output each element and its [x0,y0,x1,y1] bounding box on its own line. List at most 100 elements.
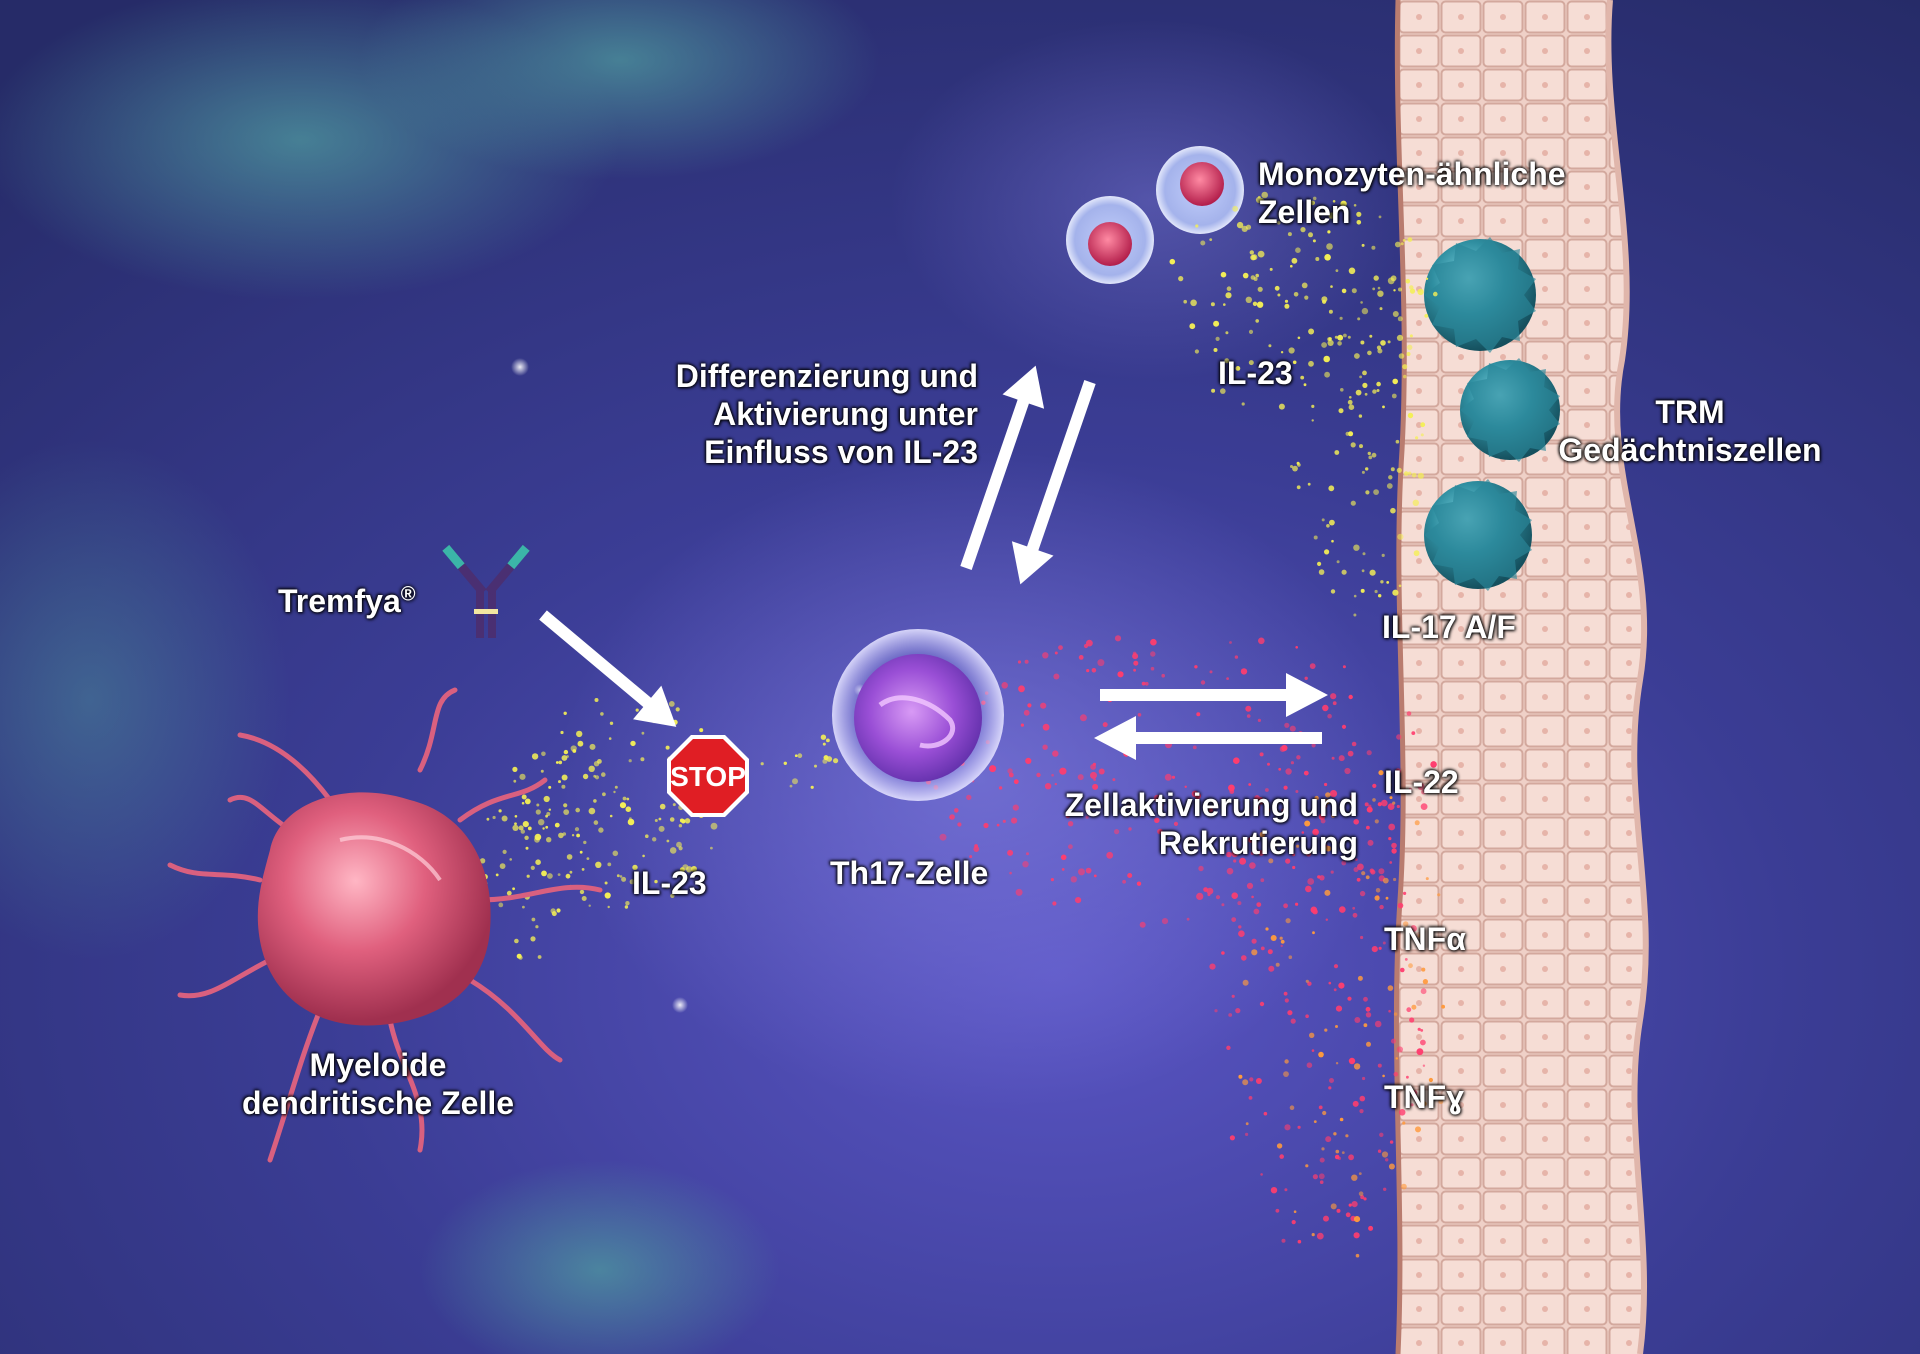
cytokine-dot [1292,853,1296,857]
cytokine-dot [1209,670,1213,674]
cytokine-dot [998,786,1003,790]
cytokine-dot [1311,1049,1315,1052]
cytokine-dot [1300,375,1305,380]
cytokine-dot [1085,867,1092,874]
cytokine-dot [1311,419,1314,422]
cytokine-dot [1354,1017,1361,1023]
cytokine-dot [1367,451,1372,456]
cytokine-dot [1347,750,1354,757]
cytokine-dot [1405,278,1411,284]
cytokine-dot [1278,403,1285,410]
cytokine-dot [1287,232,1292,237]
cytokine-dot [1382,877,1389,884]
cytokine-dot [1420,1039,1426,1046]
cytokine-dot [522,821,529,828]
cytokine-dot [1184,847,1188,852]
cytokine-dot [1237,901,1242,906]
cytokine-dot [550,908,556,914]
cytokine-dot [1311,743,1316,748]
cytokine-dot [566,854,573,860]
cytokine-dot [1333,1132,1337,1136]
cytokine-dot [1407,412,1414,419]
trm-label: TRM Gedächtniszellen [1558,394,1822,468]
cytokine-dot [1379,307,1383,311]
cytokine-dot [622,796,627,801]
cytokine-dot [1251,949,1258,956]
cytokine-dot [1373,489,1379,495]
cytokine-dot [1403,891,1407,896]
cytokine-dot [541,870,547,877]
cytokine-dot [1367,839,1374,846]
cytokine-dot [521,801,525,805]
cytokine-dot [1242,979,1249,986]
cytokine-dot [1358,1172,1362,1175]
cytokine-dot [1198,865,1204,872]
arrow-icon [1011,380,1096,585]
cytokine-dot [1334,450,1340,455]
cytokine-dot [1420,988,1427,995]
cytokine-dot [536,803,540,807]
cytokine-dot [1425,877,1429,881]
cytokine-dot [1060,854,1067,861]
cytokine-dot [1421,967,1426,972]
cytokine-dot [1318,813,1326,820]
cytokine-dot [652,837,657,842]
cytokine-dot [1042,723,1050,731]
cytokine-dot [1255,273,1259,278]
cytokine-dot [1437,893,1441,897]
cytokine-dot [1285,768,1292,775]
cytokine-dot [1378,215,1382,219]
cytokine-dot [666,839,670,843]
cytokine-dot [1332,200,1336,203]
cytokine-dot [710,846,713,850]
cytokine-dot [1371,946,1378,953]
cytokine-dot [1325,1136,1332,1143]
cytokine-dot [1312,1174,1318,1180]
cytokine-dot [1369,569,1376,576]
cytokine-dot [1353,867,1359,873]
cytokine-dot [1184,785,1187,788]
cytokine-dot [1321,807,1325,811]
cytokine-dot [535,809,541,815]
cytokine-dot [1319,875,1325,881]
cytokine-dot [1348,1154,1354,1161]
cytokine-dot [1067,821,1074,827]
cytokine-dot [1305,1014,1309,1018]
cytokine-dot [1231,850,1239,858]
cytokine-dot [1392,311,1399,317]
cytokine-dot [1075,897,1082,904]
cytokine-dot [524,835,529,840]
cytokine-dot [1265,788,1269,792]
cytokine-dot [1001,682,1008,689]
cytokine-dot [1114,635,1122,642]
cytokine-dot [1257,718,1261,723]
cytokine-dot [1242,272,1249,279]
cytokine-dot [1154,817,1160,823]
cytokine-dot [826,738,830,743]
cytokine-dot [1353,204,1357,207]
cytokine-dot [1226,677,1229,680]
cytokine-dot [1291,1220,1296,1225]
cytokine-dot [989,765,997,773]
cytokine-dot [1318,1105,1323,1110]
cytokine-dot [1308,360,1314,367]
cytokine-dot [1284,299,1289,303]
trm-memory-cells [1424,237,1560,591]
cytokine-dot [527,826,532,831]
cytokine-dot [1078,868,1085,876]
cytokine-dot [1388,823,1396,831]
cytokine-dot [1280,351,1284,354]
cytokine-dot [1350,442,1356,448]
cytokine-dot [1242,1079,1249,1086]
cytokine-dot [1383,1187,1387,1192]
cytokine-dot [1263,375,1267,379]
cytokine-dot [679,818,684,823]
cytokine-dot [1289,725,1296,732]
cytokine-dot [1351,1174,1358,1181]
cytokine-dot [561,784,566,789]
cytokine-dot [1093,778,1096,781]
cytokine-dot [1211,388,1216,393]
cytokine-dot [625,806,632,812]
cytokine-dot [1376,389,1380,392]
cytokine-dot [1397,533,1404,540]
